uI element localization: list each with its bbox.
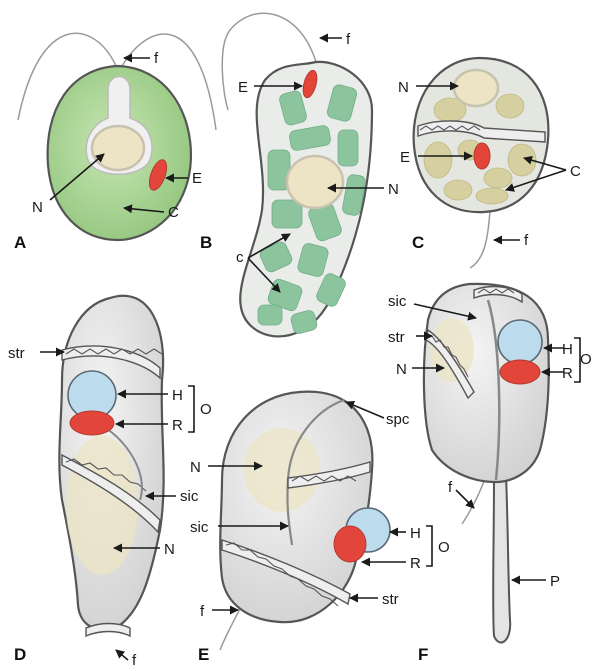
- panel-letter-a: A: [14, 233, 26, 252]
- panel-letter-e: E: [198, 645, 209, 664]
- bracket-e: [426, 526, 432, 566]
- panel-d: str H R O sic N f D: [8, 296, 212, 669]
- label-d-o: O: [200, 401, 212, 418]
- label-f-o: O: [580, 351, 592, 368]
- panel-c: N E C f C: [398, 58, 581, 268]
- panel-e: spc N sic H R O str f E: [190, 392, 450, 664]
- label-e-str: str: [382, 591, 399, 608]
- eyespot-d: [70, 411, 114, 435]
- label-e-spc: spc: [386, 411, 410, 428]
- arrow-f-f: [456, 490, 474, 508]
- panel-b: f E N c B: [200, 13, 399, 336]
- panel-a: f N E C A: [14, 33, 216, 252]
- label-d-r: R: [172, 417, 183, 434]
- label-a-c: C: [168, 204, 179, 221]
- label-d-h: H: [172, 387, 183, 404]
- label-b-f: f: [346, 31, 351, 48]
- label-e-n: N: [190, 459, 201, 476]
- panel-letter-d: D: [14, 645, 26, 664]
- bracket-d: [188, 386, 194, 432]
- peduncle-f: [493, 476, 510, 643]
- label-d-f: f: [132, 652, 137, 669]
- label-c-f: f: [524, 232, 529, 249]
- label-f-f: f: [448, 479, 453, 496]
- label-f-n: N: [396, 361, 407, 378]
- panel-letter-c: C: [412, 233, 424, 252]
- eyespot-e: [334, 526, 366, 562]
- label-b-c: c: [236, 249, 244, 266]
- label-f-sic: sic: [388, 293, 407, 310]
- eyespot-c: [474, 143, 490, 169]
- label-a-f: f: [154, 50, 159, 67]
- label-e-o: O: [438, 539, 450, 556]
- nucleus-f: [430, 318, 474, 382]
- label-f-str: str: [388, 329, 405, 346]
- label-f-h: H: [562, 341, 573, 358]
- label-d-n: N: [164, 541, 175, 558]
- label-a-n: N: [32, 199, 43, 216]
- label-d-sic: sic: [180, 488, 199, 505]
- label-e-f: f: [200, 603, 205, 620]
- nucleus-c: [454, 70, 498, 106]
- panel-letter-f: F: [418, 645, 428, 664]
- girdle-d-bottom: [86, 624, 130, 637]
- label-f-p: P: [550, 573, 560, 590]
- label-b-e: E: [238, 79, 248, 96]
- label-c-n: N: [398, 79, 409, 96]
- label-b-n: N: [388, 181, 399, 198]
- nucleus-a: [92, 126, 144, 170]
- label-c-c: C: [570, 163, 581, 180]
- haptor-f: [498, 320, 542, 364]
- label-e-r: R: [410, 555, 421, 572]
- eyespot-f: [500, 360, 540, 384]
- panel-letter-b: B: [200, 233, 212, 252]
- label-a-e: E: [192, 170, 202, 187]
- label-d-str: str: [8, 345, 25, 362]
- nucleus-b: [287, 156, 343, 208]
- label-e-h: H: [410, 525, 421, 542]
- label-f-r: R: [562, 365, 573, 382]
- label-e-sic: sic: [190, 519, 209, 536]
- flagellum-c: [470, 210, 490, 268]
- label-c-e: E: [400, 149, 410, 166]
- panel-f: sic str N H R O f P F: [388, 284, 592, 664]
- arrow-d-f: [116, 650, 128, 660]
- nucleus-e: [244, 428, 320, 512]
